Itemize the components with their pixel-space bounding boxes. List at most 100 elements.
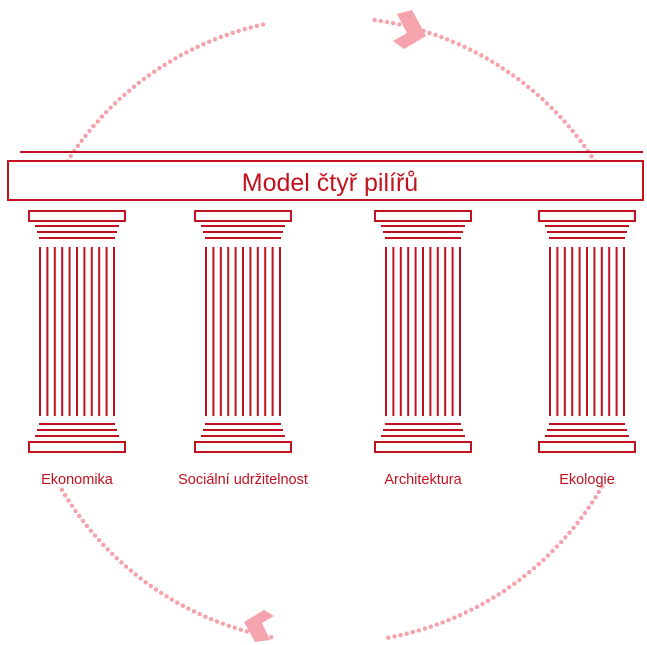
cycle-dot: [578, 138, 583, 144]
cycle-dot: [427, 30, 432, 36]
cycle-dot: [562, 119, 567, 124]
cycle-dot: [77, 513, 82, 519]
cycle-dot: [575, 520, 580, 526]
cycle-dot: [80, 518, 86, 524]
cycle-dot: [550, 548, 555, 554]
cycle-dot: [232, 625, 237, 630]
cycle-dot: [386, 635, 391, 640]
cycle-dot: [567, 530, 572, 535]
cycle-dot: [175, 600, 180, 605]
cycle-dot: [496, 592, 501, 597]
cycle-dot: [269, 635, 274, 640]
cycle-dot: [173, 56, 178, 61]
cycle-dot: [392, 634, 397, 639]
cycle-dot: [209, 617, 214, 622]
cycle-dot: [88, 528, 94, 533]
cycle-dot: [112, 101, 118, 106]
cycle-dot: [186, 606, 191, 611]
cycle-dot: [110, 551, 115, 556]
cycle-dot: [226, 623, 231, 629]
cycle-dot: [512, 581, 517, 586]
cycle-dot: [480, 601, 485, 607]
pillar-4: [538, 210, 636, 453]
cycle-dot: [416, 628, 421, 633]
cycle-dot: [214, 619, 220, 624]
cycle-dot: [83, 133, 88, 138]
cycle-dot: [105, 547, 111, 552]
cycle-dot: [108, 105, 113, 110]
cycle-dot: [440, 620, 445, 625]
cycle-dot: [434, 622, 439, 627]
cycle-dot: [178, 53, 184, 58]
cycle-dot: [68, 153, 74, 159]
cycle-dot: [384, 19, 390, 25]
cycle-dot: [474, 604, 480, 610]
cycle-dot: [545, 553, 551, 558]
cycle-dot: [117, 96, 122, 102]
cycle-dot: [84, 523, 90, 529]
cycle-dot: [462, 44, 467, 50]
cycle-dot: [452, 615, 457, 620]
cycle-dot: [73, 508, 78, 514]
cycle-dot: [104, 110, 109, 115]
cycle-dot: [570, 128, 575, 134]
cycle-dot: [397, 22, 402, 27]
cycle-dot: [586, 505, 591, 510]
cycle-dot: [505, 69, 511, 75]
cycle-dot: [511, 73, 516, 78]
cycle-dot: [579, 515, 584, 521]
cycle-dot: [544, 101, 550, 106]
cycle-arrow-bottom-icon: [244, 610, 274, 642]
cycle-dot: [136, 80, 142, 86]
cycle-dot: [180, 603, 186, 608]
cycle-dot: [559, 539, 564, 545]
cycle-dot: [590, 500, 595, 505]
cycle-dot: [99, 114, 105, 119]
cycle-dot: [433, 32, 438, 38]
cycle-dot: [131, 84, 137, 90]
cycle-dot: [495, 62, 500, 68]
cycle-dot: [220, 621, 226, 626]
cycle-dot: [238, 627, 243, 632]
cycle-dot: [558, 114, 563, 120]
cycle-dot: [248, 25, 253, 30]
cycle-dot: [197, 611, 202, 617]
cycle-dot: [59, 487, 65, 492]
cycle-dot: [446, 617, 451, 623]
roof-beam: Model čtyř pilířů: [7, 151, 644, 201]
cycle-dot: [123, 564, 129, 569]
cycle-dot: [133, 572, 138, 577]
cycle-dot: [549, 105, 554, 111]
cycle-dot: [563, 535, 568, 540]
cycle-dot: [521, 80, 526, 86]
cycle-dot: [507, 585, 512, 590]
cycle-dot: [127, 88, 132, 94]
cycle-dot: [599, 484, 605, 489]
cycle-dot: [164, 594, 169, 599]
pillar-label-socialni-udrzitelnost: Sociální udržitelnost: [178, 472, 308, 488]
cycle-dot: [500, 66, 505, 71]
cycle-dot: [260, 22, 266, 27]
cycle-dot: [540, 97, 545, 102]
pillar-label-ekonomika: Ekonomika: [41, 472, 114, 488]
cycle-dot: [201, 42, 206, 47]
cycle-dot: [553, 110, 559, 115]
cycle-dot: [468, 47, 473, 52]
cycle-dot: [141, 76, 147, 82]
cycle-dot: [75, 143, 81, 148]
cycle-dot: [167, 59, 173, 64]
cycle-dot: [159, 590, 164, 596]
cycle-dot: [207, 39, 212, 44]
cycle-dot: [153, 587, 159, 592]
cycle-dot: [87, 128, 92, 134]
cycle-dot: [122, 92, 127, 98]
cycle-dot: [522, 573, 527, 579]
cycle-dot: [574, 133, 579, 139]
cycle-dot: [593, 495, 598, 500]
cycle-dot: [195, 44, 200, 49]
cycle-dot: [517, 577, 522, 583]
cycle-dot: [157, 66, 162, 71]
cycle-dot: [536, 561, 541, 567]
pillar-label-architektura: Architektura: [384, 472, 462, 488]
